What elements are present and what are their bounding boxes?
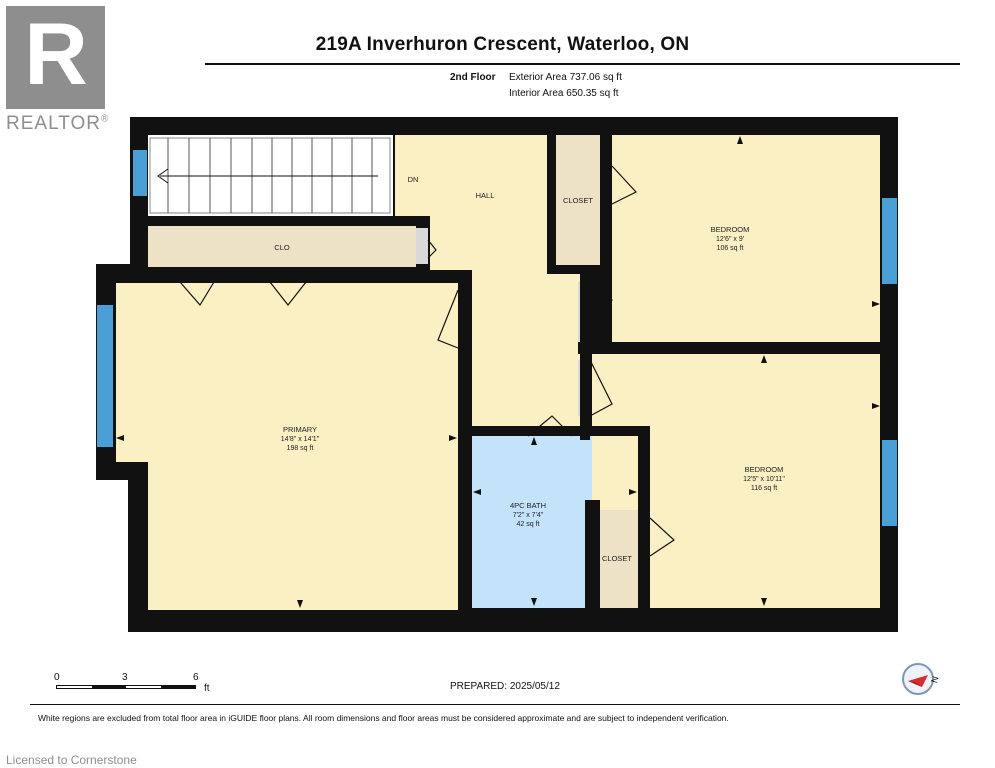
primary-floor xyxy=(116,283,458,610)
hall-label: HALL xyxy=(476,191,495,200)
compass-icon: N xyxy=(902,663,940,695)
bath-dims: 7'2" x 7'4" xyxy=(513,512,544,519)
license-watermark: Licensed to Cornerstone xyxy=(6,753,137,767)
bedroom-top-dims: 12'6" x 9' xyxy=(716,236,744,243)
dimension-markers xyxy=(116,136,880,608)
closet-top-floor xyxy=(556,135,600,265)
bath-label: 4PC BATH xyxy=(510,501,546,510)
bedroom-bottom-area: 116 sq ft xyxy=(751,485,777,492)
closet-bottom-wall xyxy=(585,500,600,610)
prepared-date: PREPARED: 2025/05/12 xyxy=(450,681,560,692)
primary-dims: 14'8" x 14'1" xyxy=(281,436,320,443)
footer-divider xyxy=(30,704,960,705)
bedroom-top-label: BEDROOM xyxy=(711,225,750,234)
closet-bottom-floor xyxy=(600,510,638,608)
disclaimer-text: White regions are excluded from total fl… xyxy=(38,713,729,723)
clo-label: CLO xyxy=(274,243,290,252)
closet-top-label: CLOSET xyxy=(563,196,593,205)
scale-unit: ft xyxy=(204,683,210,694)
bedroom-top-area: 106 sq ft xyxy=(717,245,744,252)
stair-treads xyxy=(149,137,391,214)
page-title: 219A Inverhuron Crescent, Waterloo, ON xyxy=(315,34,690,55)
interior-area: Interior Area 650.35 sq ft xyxy=(509,88,619,99)
compass-letter: N xyxy=(929,675,940,684)
scale-label-three: 3 xyxy=(122,672,128,683)
scale-label-zero: 0 xyxy=(54,672,60,683)
realtor-logo: R xyxy=(6,6,105,109)
clo-floor xyxy=(148,226,416,267)
exterior-area: Exterior Area 737.06 sq ft xyxy=(509,72,622,83)
primary-area: 198 sq ft xyxy=(287,445,314,452)
bedroom-bottom-label: BEDROOM xyxy=(745,465,784,474)
interior-walls xyxy=(113,135,880,610)
header-divider xyxy=(205,63,960,65)
floor-label: 2nd Floor xyxy=(450,72,496,83)
logo-letter: R xyxy=(24,6,88,103)
closet-bottom-label: CLOSET xyxy=(602,554,632,563)
scale-bar xyxy=(56,685,196,689)
bedroom-top-floor xyxy=(612,135,880,342)
stairs-label: DN xyxy=(408,175,419,184)
primary-label: PRIMARY xyxy=(283,425,317,434)
bedroom-bottom-dims: 12'5" x 10'11" xyxy=(743,476,785,483)
hall-floor xyxy=(395,135,580,426)
windows xyxy=(97,150,897,526)
scale-label-six: 6 xyxy=(193,672,199,683)
realtor-logo-text: REALTOR® xyxy=(6,113,110,134)
bath-area: 42 sq ft xyxy=(517,521,540,528)
